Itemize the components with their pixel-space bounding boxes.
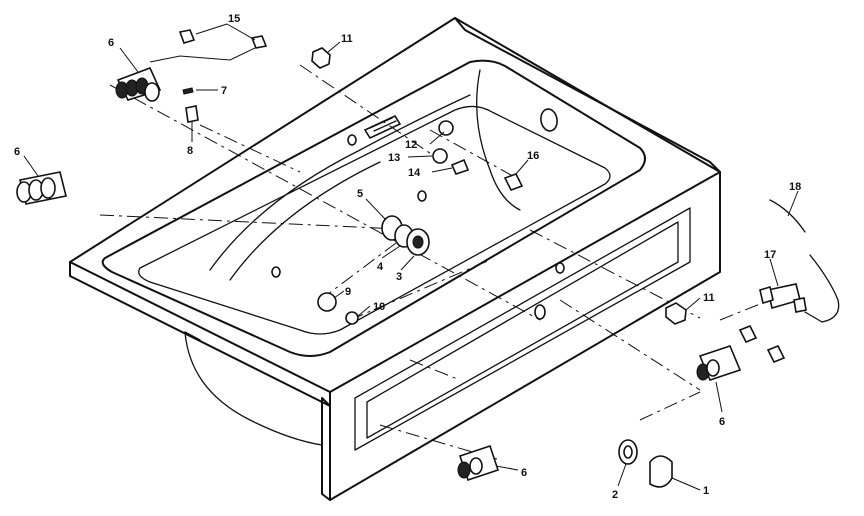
part-3-4-5-jet-assembly: [381, 215, 430, 256]
part-18-hose: [769, 199, 806, 233]
callout-11-top: 11: [341, 33, 353, 45]
part-1-elbow: [649, 455, 673, 488]
callout-2: 2: [612, 489, 618, 501]
callout-12: 12: [405, 139, 417, 151]
callout-5: 5: [357, 188, 363, 200]
part-17-valve: [759, 283, 807, 313]
part-6-manifold-bottom: [457, 444, 500, 482]
part-7-clip: [182, 87, 194, 95]
part-13-fitting: [432, 148, 448, 164]
part-6-manifold-top: [115, 66, 162, 102]
part-12-fitting: [438, 120, 454, 136]
part-11-nut-right: [665, 302, 687, 325]
callout-3: 3: [396, 271, 402, 283]
part-8-screw: [185, 105, 199, 123]
bathtub-body: [69, 17, 721, 501]
callout-9: 9: [345, 286, 351, 298]
part-14-fitting: [450, 158, 470, 175]
part-16-fitting: [503, 173, 524, 191]
callout-4: 4: [377, 261, 384, 273]
callout-6-left: 6: [14, 146, 20, 158]
leader-lines: [23, 23, 799, 491]
callout-17: 17: [764, 249, 776, 261]
assembly-centerlines: [99, 64, 771, 461]
part-10-nut: [345, 311, 359, 325]
part-2-gasket-inner: [623, 445, 633, 459]
callout-11-right: 11: [703, 292, 715, 304]
callout-15: 15: [228, 13, 240, 25]
callout-7: 7: [221, 85, 227, 97]
callout-10: 10: [373, 301, 385, 313]
fitting-right-b: [766, 344, 786, 364]
callout-8: 8: [187, 145, 193, 157]
callout-18: 18: [789, 181, 801, 193]
callout-6-top: 6: [108, 37, 114, 49]
callouts: 1 2 3 4 5 6 6 6 6 7 8 9 10 11 11 12 13 1…: [14, 13, 801, 501]
part-15-fittings: [178, 29, 268, 49]
callout-6-bottom: 6: [521, 467, 527, 479]
callout-16: 16: [527, 150, 539, 162]
part-6-manifold-right: [696, 345, 742, 381]
part-11-nut-top: [311, 47, 331, 69]
fitting-right-a: [738, 324, 758, 344]
callout-6-right: 6: [719, 416, 725, 428]
part-18-tube: [804, 254, 840, 323]
callout-14: 14: [408, 167, 421, 179]
callout-1: 1: [703, 485, 709, 497]
part-6-manifold-left: [16, 171, 67, 205]
parts: [16, 29, 840, 488]
part-9-jet: [317, 292, 337, 312]
callout-13: 13: [388, 152, 400, 164]
